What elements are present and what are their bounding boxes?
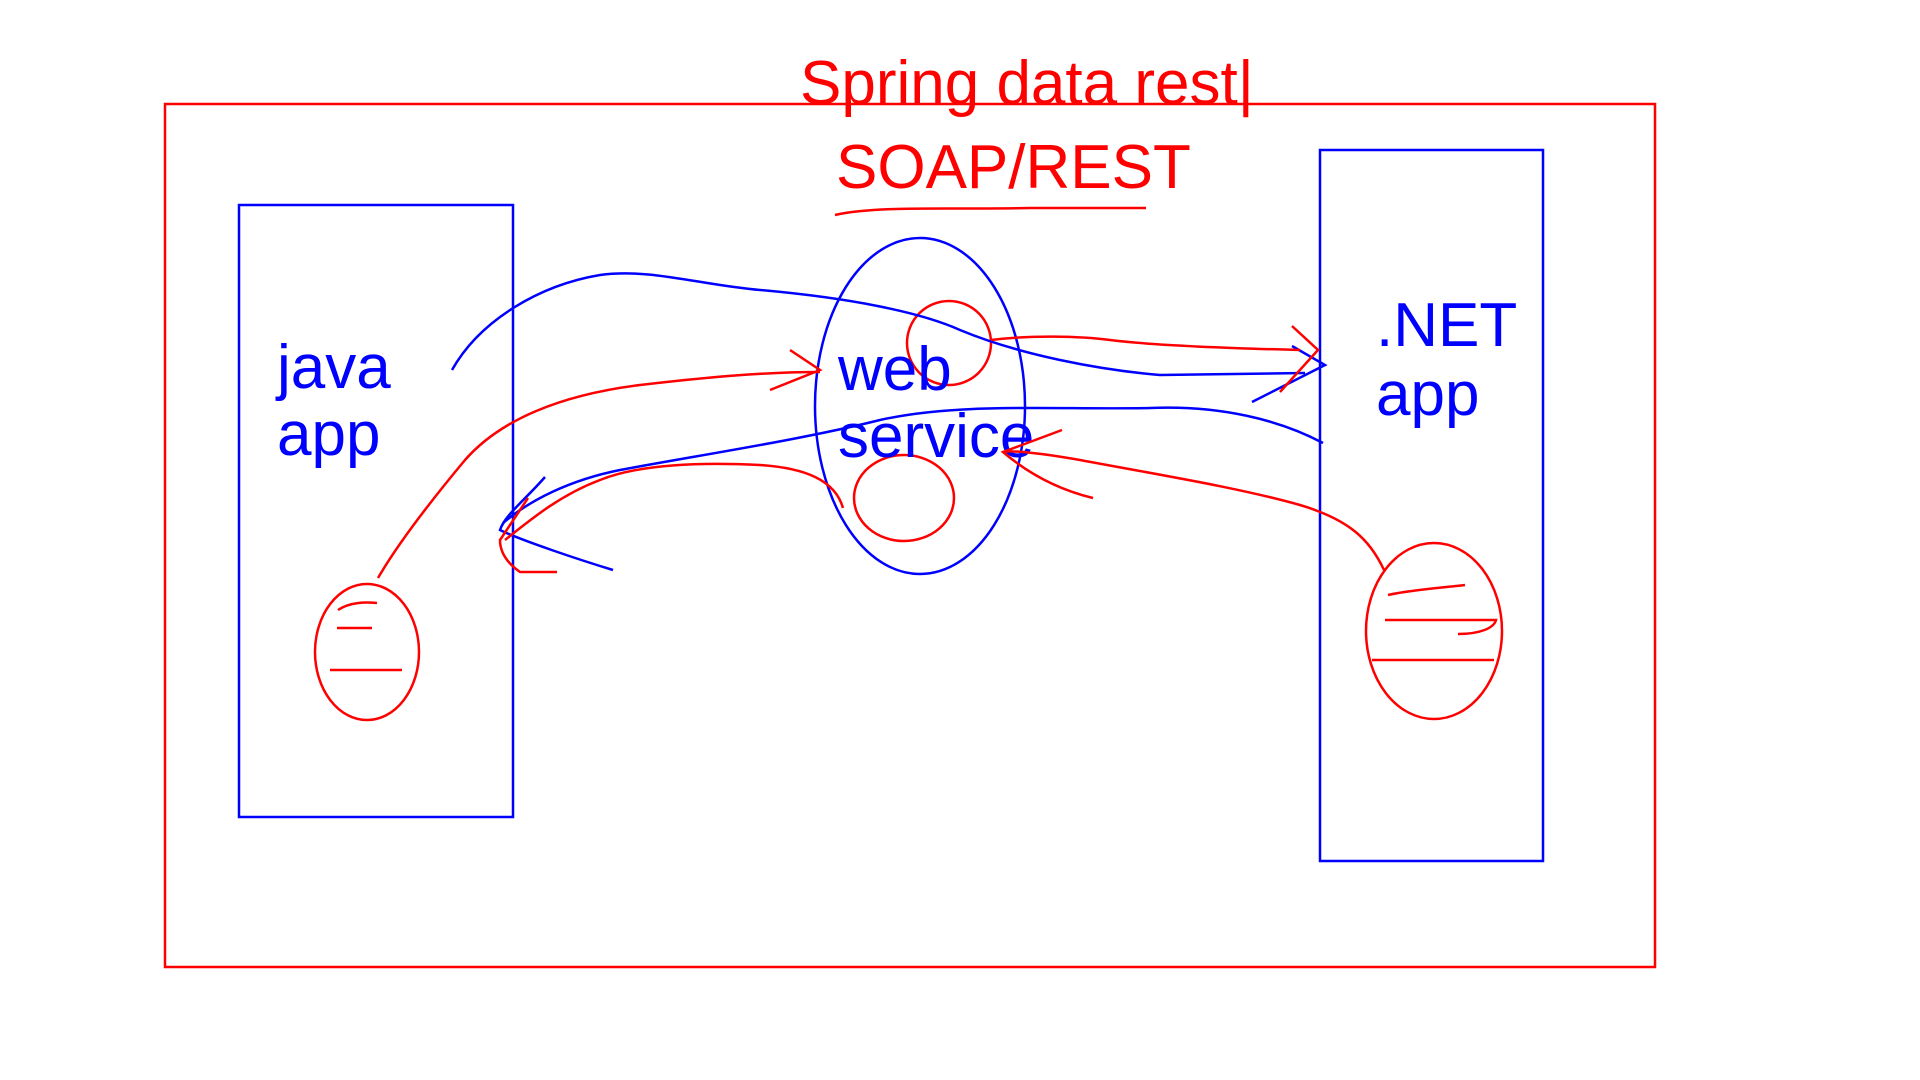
red-flow-service-to-dotnet — [990, 335, 1301, 352]
java-data-store-line-1 — [337, 601, 378, 612]
red-flow-arrowhead-service-right — [1000, 428, 1094, 500]
web-service-endpoint-bottom — [852, 453, 956, 543]
web-service-endpoint-top — [905, 299, 993, 387]
red-flow-arrowhead-dotnet — [1279, 325, 1320, 393]
dotnet-app-label-line-1: .NET — [1376, 291, 1517, 360]
web-service-ellipse — [813, 236, 1027, 576]
blue-flow-arrowhead-java — [498, 476, 614, 572]
red-flow-arrowhead-service — [769, 348, 823, 392]
web-service-label-line-2: service — [838, 402, 1034, 471]
dotnet-data-store-line-1 — [1387, 583, 1466, 597]
dotnet-app-box — [1318, 148, 1545, 863]
dotnet-app-label-line-2: app — [1376, 360, 1479, 429]
red-flow-dotnet-store-to-service — [1002, 450, 1386, 571]
web-service-label-line-1: web — [837, 335, 952, 404]
outer-frame — [163, 102, 1657, 969]
blue-flow-java-to-dotnet — [450, 272, 1306, 377]
title-line-2: SOAP/REST — [836, 133, 1191, 202]
title-underline — [834, 206, 1146, 217]
red-flow-arrowhead-java — [498, 497, 557, 574]
blue-flow-arrowhead-dotnet — [1251, 344, 1328, 404]
java-app-label-line-1: java — [275, 333, 391, 402]
java-data-store — [313, 582, 421, 722]
java-app-box — [237, 203, 515, 819]
dotnet-data-store — [1364, 541, 1504, 721]
title-line-1: Spring data rest| — [800, 49, 1254, 118]
red-flow-service-to-java — [504, 462, 845, 541]
dotnet-data-store-line-2 — [1385, 618, 1498, 636]
red-flow-java-store-to-service — [376, 370, 821, 579]
java-app-label-line-2: app — [277, 400, 380, 469]
blue-flow-dotnet-to-java — [502, 406, 1324, 524]
